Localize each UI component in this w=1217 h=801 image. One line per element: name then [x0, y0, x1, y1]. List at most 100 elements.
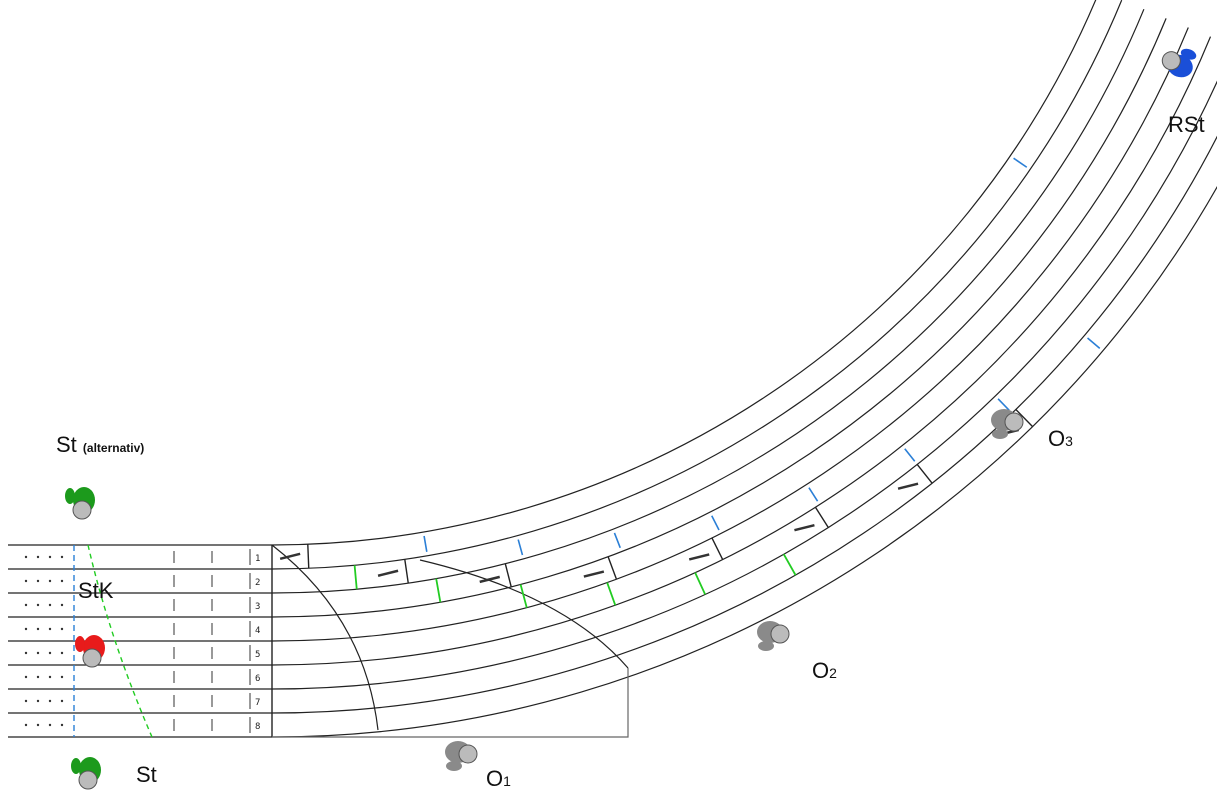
blue-mark: [904, 448, 916, 462]
blue-mark: [808, 487, 819, 502]
start-dot: [24, 627, 28, 631]
green-exchange-mark: [606, 582, 617, 606]
start-dot: [36, 603, 40, 607]
start-dot: [24, 723, 28, 727]
green-exchange-mark: [435, 578, 442, 603]
start-dot: [60, 627, 64, 631]
lane-number: 2: [255, 578, 260, 588]
starting-block-icon: [794, 524, 815, 532]
curve-lane-line: [271, 0, 1097, 546]
official-1-label-main: O: [486, 766, 504, 791]
staggered-start-line: [504, 563, 512, 588]
start-dot: [36, 579, 40, 583]
starter-figure-legs: [71, 758, 81, 774]
start-dot: [36, 675, 40, 679]
official-1-figure-head: [458, 744, 478, 764]
start-dot: [48, 627, 52, 631]
starter-control-label: StK: [78, 578, 114, 603]
relay-zone-boundary: [419, 559, 629, 669]
start-dot: [24, 603, 28, 607]
starter-alternative-note: (alternativ): [82, 441, 145, 455]
starting-block-icon: [688, 553, 710, 561]
starter-alternative-label-main: St: [56, 432, 77, 457]
staggered-start-line: [711, 537, 724, 560]
staggered-start-line: [307, 544, 310, 569]
start-dot: [48, 603, 52, 607]
curve-lane-line: [271, 185, 1217, 738]
green-exchange-mark: [519, 584, 528, 608]
official-1-figure: [445, 741, 478, 771]
start-dot: [48, 555, 52, 559]
curve-lane-line: [271, 135, 1217, 714]
starter-control-figure: [75, 635, 105, 668]
official-3-figure-head: [1004, 412, 1024, 432]
lane-lines: [8, 0, 1217, 738]
start-dot: [48, 723, 52, 727]
blue-mark: [613, 532, 621, 549]
start-dot: [60, 579, 64, 583]
start-dot: [48, 699, 52, 703]
starter-figure: [71, 757, 101, 790]
official-2-figure: [757, 621, 790, 651]
starting-block-icon: [583, 570, 605, 578]
start-dot: [24, 651, 28, 655]
starter-alternative-figure: [65, 487, 95, 520]
start-dot: [24, 699, 28, 703]
start-dot: [36, 555, 40, 559]
start-dot: [60, 699, 64, 703]
starter-alternative-figure-legs: [65, 488, 75, 504]
blue-mark: [423, 535, 428, 552]
starter-control-figure-head: [82, 648, 102, 668]
official-2-figure-head: [770, 624, 790, 644]
recall-starter-figure-legs: [1180, 48, 1197, 60]
curve-lane-line: [271, 0, 1123, 570]
starting-block-icon: [377, 569, 399, 577]
recall-starter-label: RSt: [1168, 112, 1205, 137]
recall-starter-figure: [1161, 48, 1197, 78]
official-3-label-sub: 3: [1065, 433, 1073, 449]
staggered-start-line: [814, 506, 829, 528]
figures: [65, 48, 1197, 790]
staggered-start-line: [1015, 408, 1034, 428]
official-3-label-main: O: [1048, 426, 1066, 451]
blue-mark: [517, 539, 524, 556]
start-dot: [24, 579, 28, 583]
start-dot: [24, 555, 28, 559]
blue-mark: [711, 515, 720, 531]
starting-block-icon: [479, 575, 501, 584]
start-dot: [36, 699, 40, 703]
green-exchange-mark: [694, 572, 706, 595]
starter-label: St: [136, 762, 157, 787]
green-dashed-line: [87, 544, 153, 738]
curve-lane-line: [271, 8, 1145, 594]
start-dot: [60, 555, 64, 559]
lane-number: 3: [255, 602, 260, 612]
official-3-figure: [991, 409, 1024, 439]
curve-lane-line: [271, 27, 1189, 642]
official-2-label: O2: [812, 658, 837, 684]
start-dot: [60, 723, 64, 727]
starting-block-icon: [897, 482, 919, 490]
official-1-figure-legs: [446, 761, 462, 771]
staggered-start-line: [607, 556, 618, 580]
lane-number: 7: [255, 698, 260, 708]
lane-number: 1: [255, 554, 260, 564]
curve-lane-line: [271, 80, 1217, 690]
start-dot: [60, 675, 64, 679]
official-1-label: O1: [486, 766, 511, 792]
lane-number: 5: [255, 650, 260, 660]
recall-starter-figure-head: [1161, 51, 1181, 71]
curve-lane-line: [271, 36, 1212, 666]
lane-number: 8: [255, 722, 260, 732]
starter-alternative-figure-head: [72, 500, 92, 520]
lane-number: 4: [255, 626, 260, 636]
starter-figure-head: [78, 770, 98, 790]
official-2-figure-legs: [758, 641, 774, 651]
starter-alternative-label: St (alternativ): [56, 432, 144, 458]
start-dot: [36, 723, 40, 727]
start-dot: [60, 651, 64, 655]
official-2-label-main: O: [812, 658, 830, 683]
